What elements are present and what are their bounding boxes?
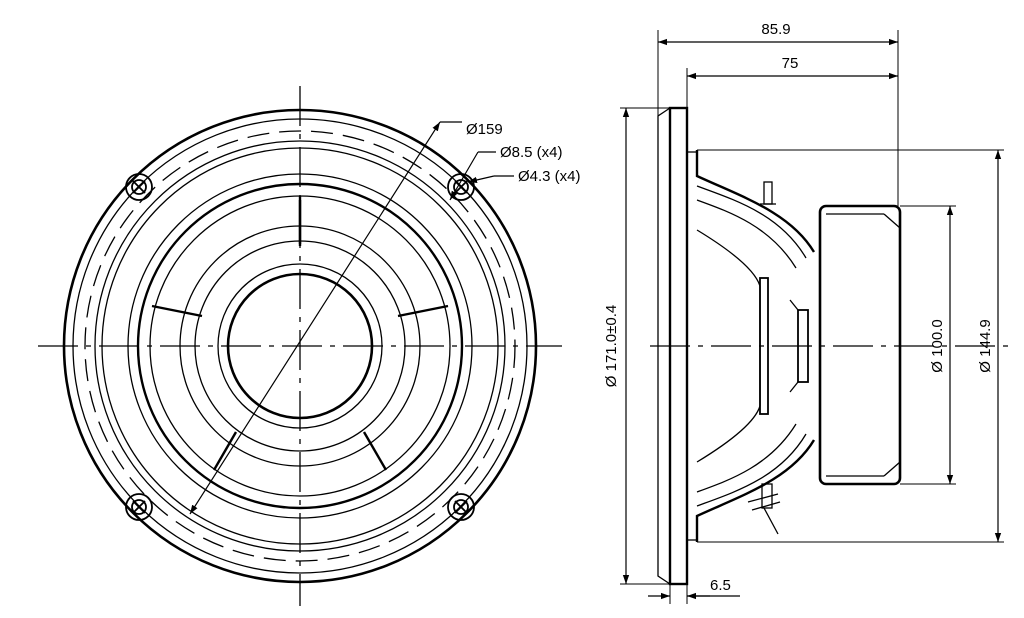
pole-piece <box>797 309 809 383</box>
side-view <box>620 30 1010 604</box>
terminal-top <box>760 181 776 205</box>
through-hole-leader <box>467 175 495 184</box>
basket-upper <box>695 150 816 253</box>
label-through-hole: Ø4.3 (x4) <box>518 168 581 185</box>
basket-lower <box>695 439 816 542</box>
flange-lip <box>657 107 671 585</box>
mount-hole-br <box>447 493 475 521</box>
label-flange-diameter: Ø 171.0±0.4 <box>603 305 620 387</box>
label-magnet-diameter: Ø 100.0 <box>929 319 946 372</box>
front-view <box>38 86 562 606</box>
label-frame-diameter: Ø 144.9 <box>977 319 994 372</box>
terminal-bottom <box>747 483 781 535</box>
frame-ring-2 <box>72 118 528 574</box>
front-leaders <box>189 121 514 515</box>
label-flange-thickness: 6.5 <box>710 577 731 594</box>
flange <box>668 106 689 586</box>
frame-outer-ring <box>62 108 538 584</box>
spider <box>759 277 769 415</box>
mount-hole-tl <box>125 173 153 201</box>
label-diameter-159: Ø159 <box>466 121 503 138</box>
magnet <box>818 204 902 486</box>
extension-lines <box>620 30 1004 604</box>
label-overall-depth: 85.9 <box>761 21 790 38</box>
label-depth-from-flange: 75 <box>782 55 799 72</box>
dimension-lines <box>622 38 1002 600</box>
front-centerlines <box>38 86 562 606</box>
mount-hole-bl <box>125 493 153 521</box>
diameter-159-leader <box>189 121 441 515</box>
mount-hole-leader <box>449 151 479 201</box>
label-mount-hole: Ø8.5 (x4) <box>500 144 563 161</box>
